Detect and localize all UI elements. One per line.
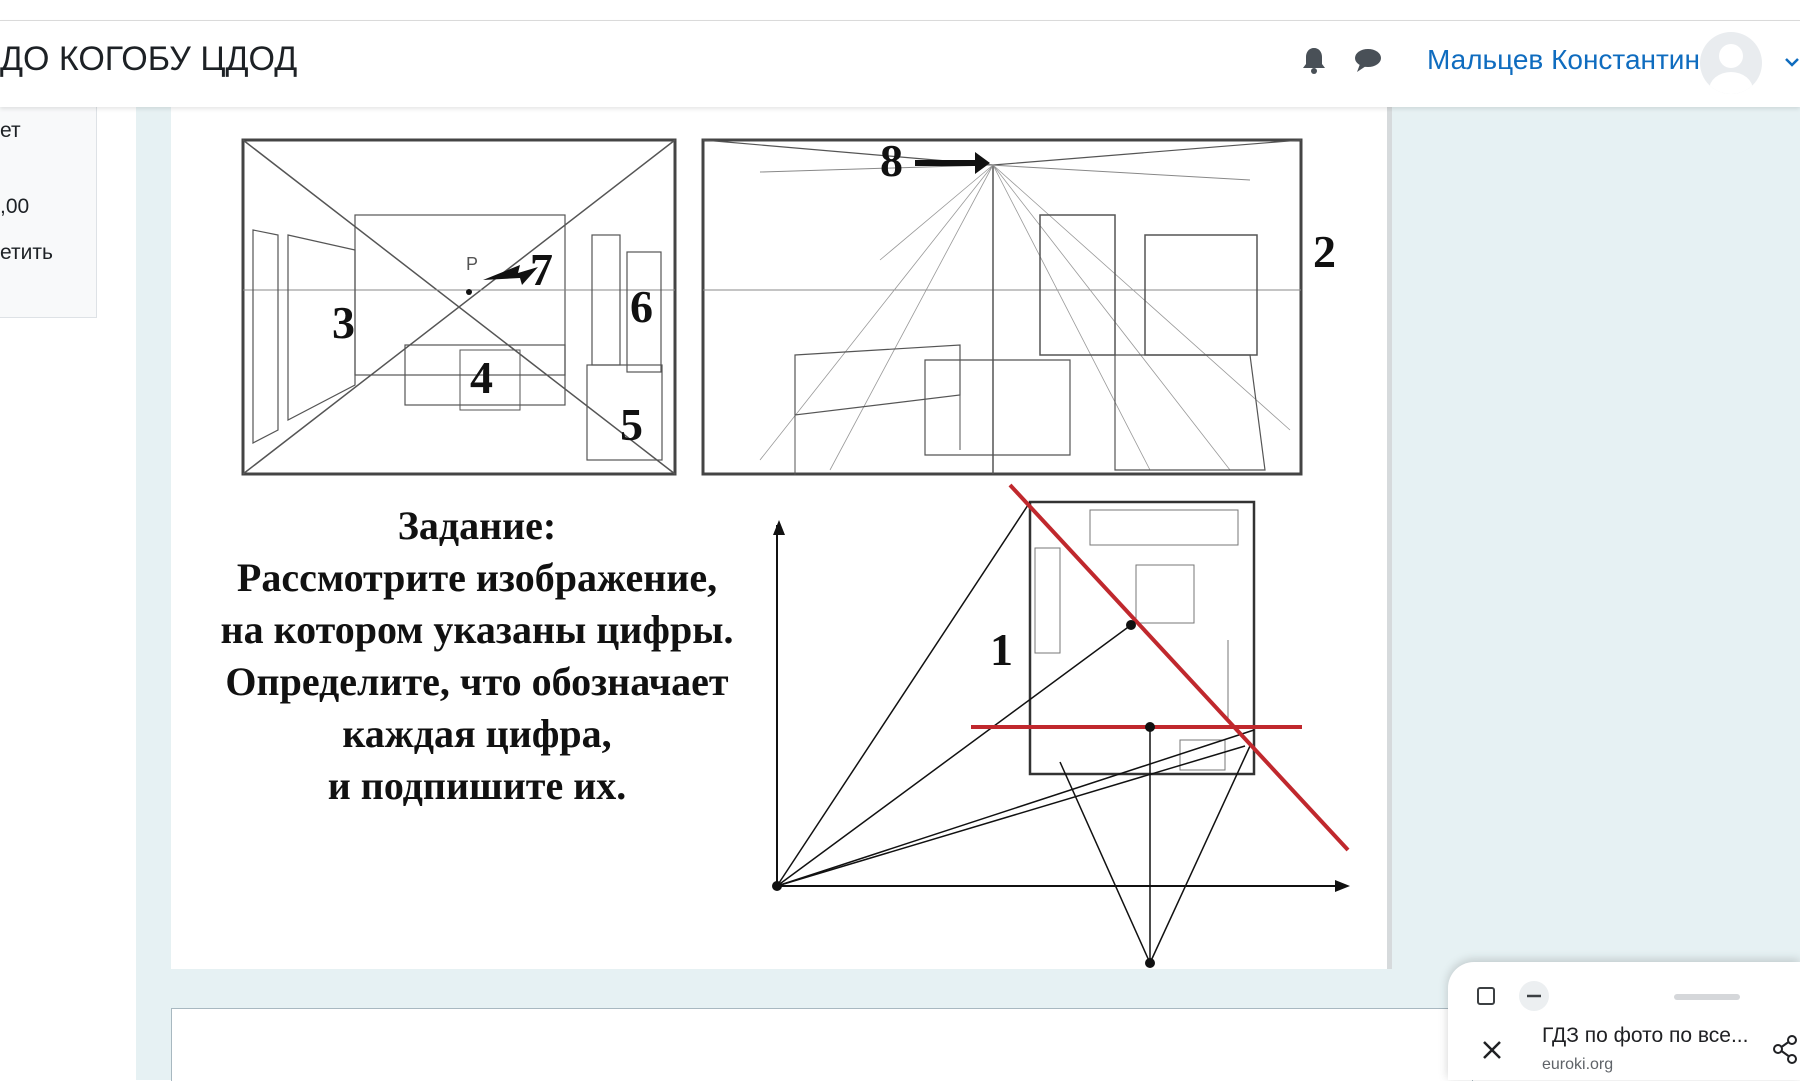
left-panel-grade: ,00 bbox=[0, 195, 30, 218]
figure-label-6: 6 bbox=[630, 281, 653, 332]
site-title[interactable]: ДО КОГОБУ ЦДОД bbox=[0, 40, 298, 78]
share-icon[interactable] bbox=[1770, 1032, 1800, 1066]
left-panel-text: ет bbox=[0, 119, 21, 142]
drag-handle[interactable] bbox=[1674, 994, 1740, 1000]
figure-label-1: 1 bbox=[990, 624, 1013, 675]
popup-domain: euroki.org bbox=[1542, 1056, 1614, 1073]
popup-page-title[interactable]: ГДЗ по фото по все... bbox=[1542, 1024, 1749, 1047]
task-line: и подпишите их. bbox=[327, 763, 627, 808]
avatar[interactable] bbox=[1700, 32, 1762, 94]
task-line: каждая цифра, bbox=[342, 711, 612, 756]
figure-label-7: 7 bbox=[530, 244, 553, 295]
figure-label-2: 2 bbox=[1313, 226, 1336, 277]
task-line: на котором указаны цифры. bbox=[220, 607, 734, 652]
chat-icon[interactable] bbox=[1352, 44, 1384, 76]
user-name-link[interactable]: Мальцев Константин bbox=[1427, 44, 1700, 75]
task-line: Определите, что обозначает bbox=[225, 659, 729, 704]
caret-down-icon[interactable] bbox=[1784, 52, 1800, 72]
square-icon[interactable] bbox=[1470, 980, 1502, 1012]
task-heading: Задание: bbox=[397, 503, 557, 548]
figure-small-letter: Р bbox=[466, 254, 478, 274]
figure-label-3: 3 bbox=[332, 297, 355, 348]
answer-editor-box[interactable] bbox=[171, 1008, 1473, 1081]
task-instructions: Задание: Рассмотрите изображение, на кот… bbox=[182, 500, 772, 812]
figure-label-5: 5 bbox=[620, 399, 643, 450]
browser-link-popup: ГДЗ по фото по все... euroki.org bbox=[1448, 962, 1800, 1080]
top-navbar bbox=[0, 21, 1800, 107]
left-panel-action-link[interactable]: етить bbox=[0, 241, 53, 264]
browser-top-strip bbox=[0, 0, 1800, 21]
close-icon[interactable] bbox=[1476, 1034, 1508, 1066]
bell-icon[interactable] bbox=[1298, 44, 1330, 76]
left-drawer-panel: ет ,00 етить bbox=[0, 107, 97, 318]
figure-label-8: 8 bbox=[880, 135, 903, 186]
task-line: Рассмотрите изображение, bbox=[236, 555, 718, 600]
figure-label-4: 4 bbox=[470, 352, 493, 403]
assignment-image bbox=[171, 107, 1392, 969]
minus-icon[interactable] bbox=[1518, 980, 1550, 1012]
